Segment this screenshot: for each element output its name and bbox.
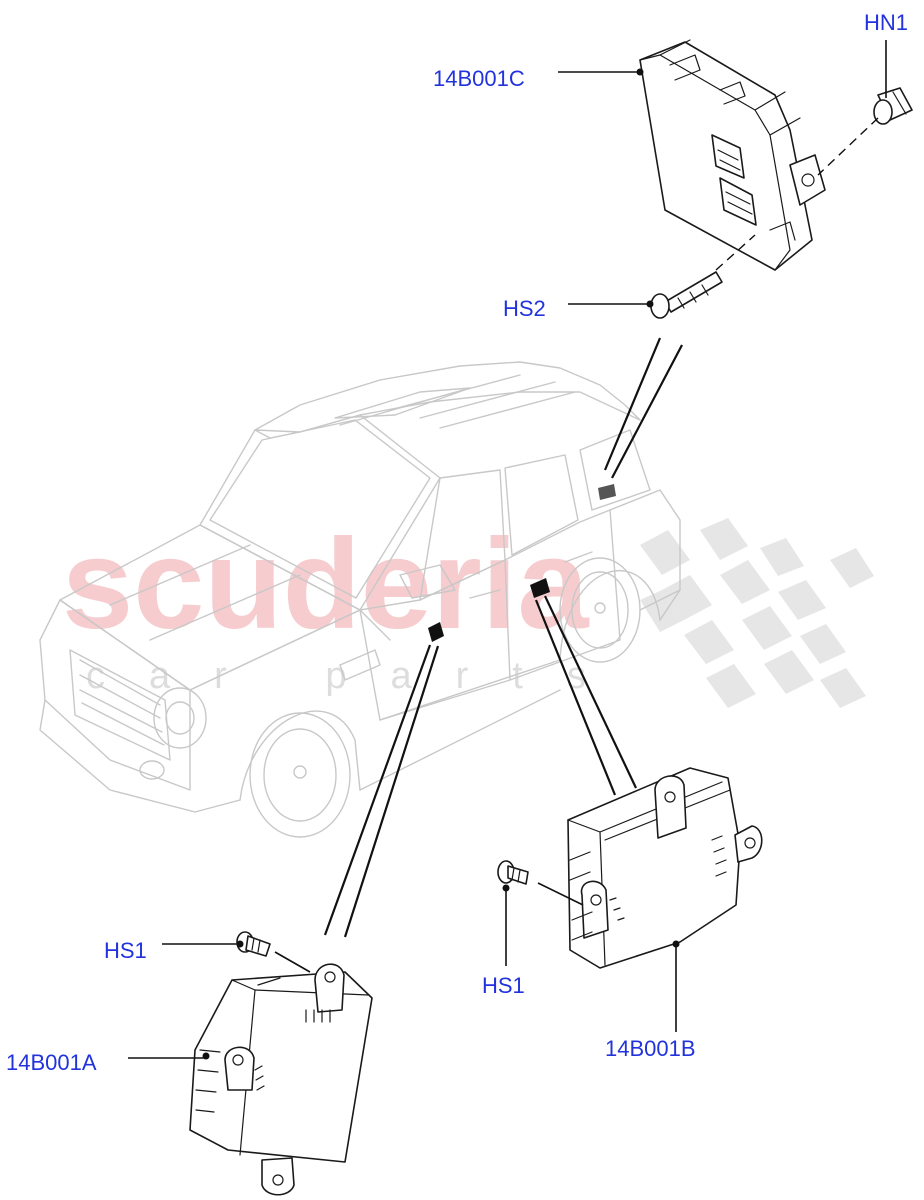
label-14b001c: 14B001C [433,66,525,91]
vehicle-outline [39,361,681,838]
bolt-hs2 [650,271,723,319]
checkered-flag-watermark [640,518,874,708]
watermark: scuderia car parts [62,513,874,708]
watermark-tagline: car parts [86,655,630,697]
module-14b001a [189,963,373,1196]
label-hs1-left: HS1 [104,938,147,963]
callout-labels: 14B001C HN1 HS2 HS1 HS1 14B001A 14B001B [6,10,908,1075]
label-14b001a: 14B001A [6,1050,97,1075]
screw-hs1-right [497,860,529,885]
label-hn1: HN1 [864,10,908,35]
nut-hn1 [873,87,913,125]
module-14b001c [639,39,826,271]
watermark-brand: scuderia [62,513,589,656]
locator-marks [428,484,616,642]
label-hs1-right: HS1 [482,973,525,998]
label-14b001b: 14B001B [605,1036,696,1061]
callout-leaders [128,40,887,1060]
pointer-lines [323,337,683,938]
label-hs2: HS2 [503,296,546,321]
module-14b001b [567,767,763,969]
